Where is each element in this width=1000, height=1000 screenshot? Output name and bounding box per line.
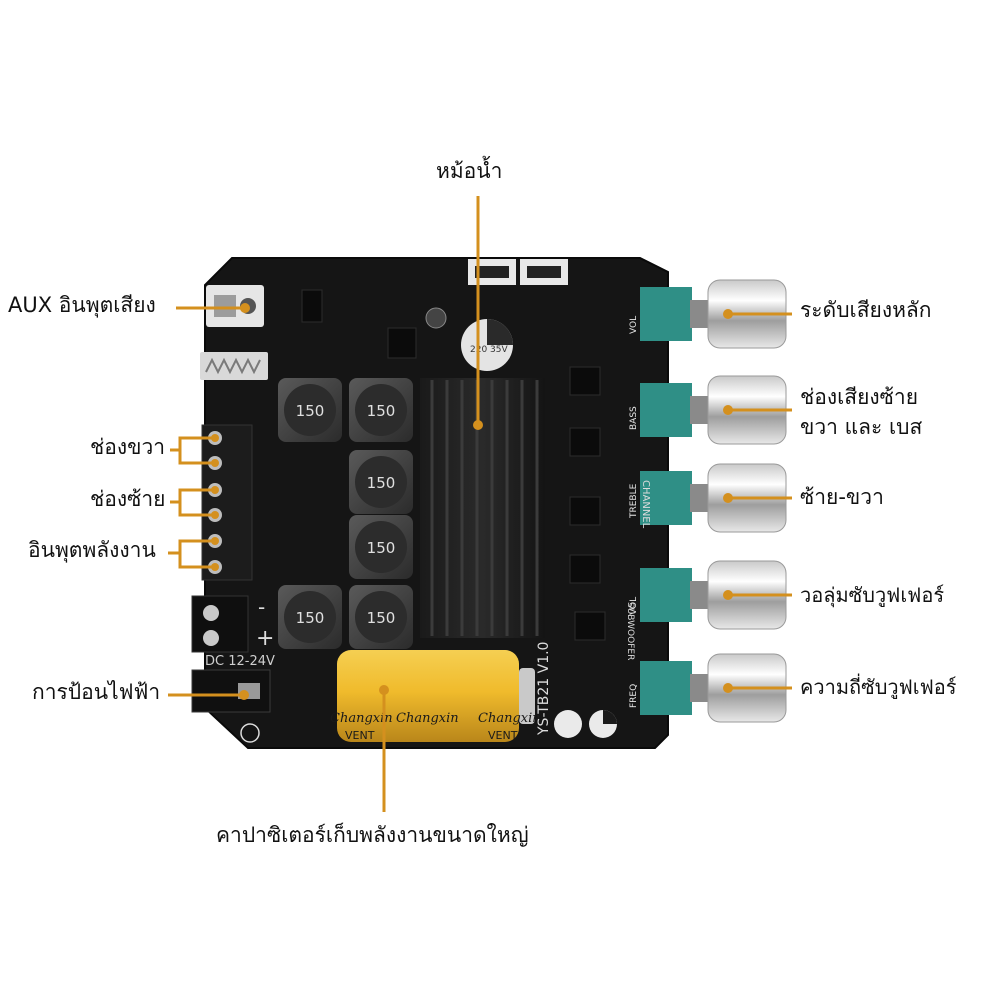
speaker-terminal-block [201,424,253,581]
svg-text:+: + [256,626,274,651]
potentiometer-1: VOL [629,279,787,349]
capacitor-brand-1: Changxin [330,711,393,726]
dc-voltage-label: DC 12-24V [205,654,275,669]
pot-function-label: TREBLE [629,483,639,519]
inductor-value-label: 150 [367,539,396,557]
bracket-right-channel [170,436,215,465]
heatsink [420,378,545,638]
pot-function-label: BASS [629,406,639,430]
inductor-value-label: 150 [367,474,396,492]
pot-function-label: FREQ [629,684,639,708]
capacitor-vent-1: VENT [345,729,375,742]
inductor-value-label: 150 [367,402,396,420]
capacitor-vent-2: VENT [488,729,518,742]
label-heatsink: หม้อน้ำ [436,159,503,183]
subwoofer-label: SUBWOOFER [625,602,635,660]
label-right-channel: ช่องขวา [90,435,166,459]
pot-function-label: VOL [629,597,639,615]
svg-text:-: - [258,595,265,619]
inductor-2: 150 [349,378,413,442]
label-power-jack: การป้อนไฟฟ้า [32,680,161,704]
inductor-value-label: 150 [367,609,396,627]
ic-chips [301,289,606,641]
small-capacitor-top [425,307,447,329]
inductor-value-label: 150 [296,402,325,420]
label-sub-volume: วอลุ่มซับวูฟเฟอร์ [800,583,945,607]
dc-terminal [191,595,249,653]
inductor-group: 150 150 150 150 150 150 [278,378,413,649]
bracket-power-input [168,539,215,569]
small-capacitor-1 [554,710,582,738]
label-left-channel: ช่องซ้าย [90,487,166,511]
pot-function-label: VOL [629,316,639,334]
label-capacitor: คาปาซิเตอร์เก็บพลังงานขนาดใหญ่ [216,823,529,847]
channel-label: CHANNEL [640,480,651,529]
inductor-4: 150 [349,515,413,579]
bracket-left-channel [170,488,215,517]
capacitor-brand-2: Changxin [396,711,459,726]
top-capacitor-label: 220 35V [470,345,508,355]
inductor-3: 150 [349,450,413,514]
label-left-right: ซ้าย-ขวา [800,485,884,509]
label-lr-bass-1: ช่องเสียงซ้าย [800,385,919,409]
label-lr-bass-2: ขวา และ เบส [800,415,923,439]
inductor-6: 150 [349,585,413,649]
board-model: YS-TB21 V1.0 [536,642,552,736]
label-power-input: อินพุตพลังงาน [28,538,156,562]
inductor-1: 150 [278,378,342,442]
leader-lines [168,196,792,812]
inductor-5: 150 [278,585,342,649]
leader-dots [211,303,733,700]
inductor-value-label: 150 [296,609,325,627]
capacitor-brand-3: Changxin [478,711,541,726]
label-main-volume: ระดับเสียงหลัก [800,298,932,322]
label-sub-frequency: ความถี่ซับวูฟเฟอร์ [800,675,957,699]
label-aux-input: AUX อินพุตเสียง [8,293,156,317]
